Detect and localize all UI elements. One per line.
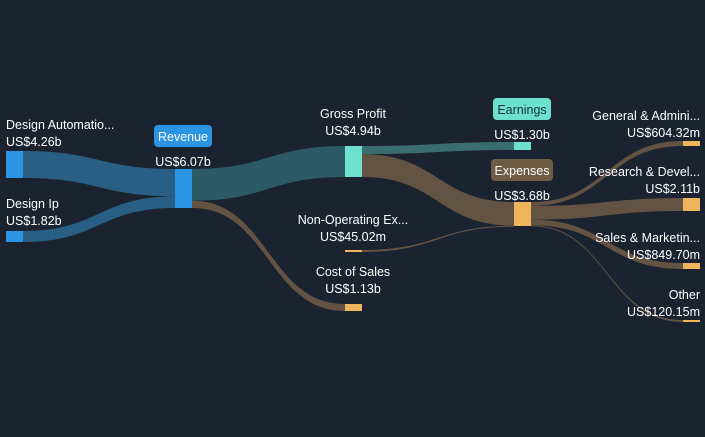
node-design_ip [6, 231, 23, 242]
node-other [683, 320, 700, 322]
node-value: US$4.26b [6, 135, 62, 149]
node-revenue [175, 169, 192, 208]
node-value: US$2.11b [645, 182, 700, 196]
node-g_and_a [683, 141, 700, 146]
node-title: Non-Operating Ex... [298, 213, 408, 227]
node-title: Other [669, 288, 700, 302]
label-non_operating: Non-Operating Ex... US$45.02m [298, 213, 408, 244]
flow-gross_profit-to-expenses [362, 154, 514, 226]
sankey-links [23, 141, 683, 322]
node-title: Design Ip [6, 197, 59, 211]
flow-revenue-to-cost_of_sales [192, 200, 345, 311]
flow-expenses-to-g_and_a [531, 141, 683, 206]
badge-earnings [493, 98, 551, 120]
node-title: Expenses [495, 164, 550, 178]
node-expenses [514, 202, 531, 226]
node-cost_of_sales [345, 304, 362, 311]
badge-expenses [491, 159, 553, 181]
node-earnings [514, 142, 531, 150]
sankey-nodes [6, 141, 700, 322]
flow-design_automation-to-revenue [23, 151, 175, 197]
node-value: US$1.13b [325, 282, 381, 296]
label-s_and_m: Sales & Marketin... US$849.70m [595, 231, 700, 262]
flow-design_ip-to-revenue [23, 196, 175, 242]
node-value: US$3.68b [494, 189, 550, 203]
flow-expenses-to-s_and_m [531, 219, 683, 269]
node-value: US$1.82b [6, 214, 62, 228]
node-title: Earnings [497, 103, 546, 117]
flow-non_operating-to-expenses [362, 225, 514, 252]
label-r_and_d: Research & Devel... US$2.11b [589, 165, 700, 196]
node-value: US$604.32m [627, 126, 700, 140]
node-r_and_d [683, 198, 700, 211]
node-gross_profit [345, 146, 362, 177]
node-title: Design Automatio... [6, 118, 114, 132]
node-value: US$849.70m [627, 248, 700, 262]
node-value: US$45.02m [320, 230, 386, 244]
flow-expenses-to-r_and_d [531, 198, 683, 220]
label-design_ip: Design Ip US$1.82b [6, 197, 62, 228]
node-title: Cost of Sales [316, 265, 390, 279]
label-g_and_a: General & Admini... US$604.32m [592, 109, 700, 140]
flow-gross_profit-to-earnings [362, 142, 514, 155]
node-value: US$6.07b [155, 155, 211, 169]
label-design_automation: Design Automatio... US$4.26b [6, 118, 114, 149]
node-non_operating [345, 250, 362, 252]
node-value: US$4.94b [325, 124, 381, 138]
node-value: US$1.30b [494, 128, 550, 142]
node-title: Revenue [158, 130, 208, 144]
node-s_and_m [683, 263, 700, 269]
node-design_automation [6, 151, 23, 178]
node-value: US$120.15m [627, 305, 700, 319]
node-title: Gross Profit [320, 107, 387, 121]
node-title: General & Admini... [592, 109, 700, 123]
flow-expenses-to-other [531, 225, 683, 322]
badge-revenue [154, 125, 212, 147]
node-title: Research & Devel... [589, 165, 700, 179]
flow-revenue-to-gross_profit [192, 146, 345, 201]
node-title: Sales & Marketin... [595, 231, 700, 245]
